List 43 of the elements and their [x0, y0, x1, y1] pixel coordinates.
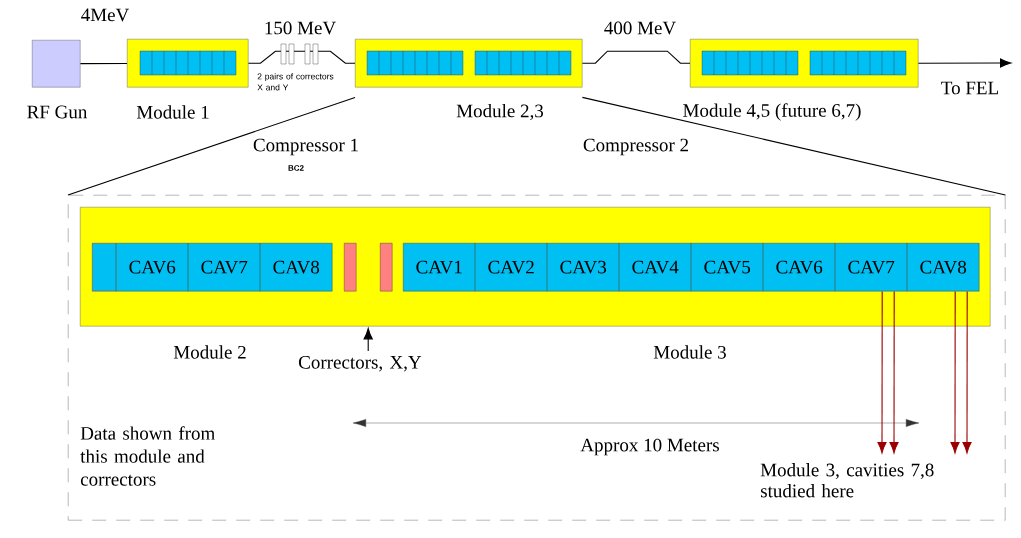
cavity-cell: CAV8: [907, 243, 980, 292]
corrector-bar: [380, 243, 393, 292]
edge-label: 4MeV: [79, 7, 131, 23]
cavity-cell: CAV2: [475, 243, 548, 292]
zoom-line: [581, 96, 1006, 196]
edge-label: To FEL: [939, 80, 1001, 96]
arrow: [917, 58, 1012, 68]
compressor-label: Compressor 2: [583, 138, 688, 156]
connector-line: [581, 50, 691, 64]
corrector-bar: [344, 243, 357, 292]
dashed-frame: [68, 195, 1006, 521]
module-label: Module 2: [173, 345, 246, 359]
annotation-text: Module 3, cavities 7,8 studied here: [760, 463, 934, 498]
module-label: Module 1: [136, 105, 209, 119]
arrow: [889, 290, 899, 454]
zoom-line: [67, 96, 356, 196]
note-text: Data shown from this module and correctors: [80, 426, 215, 486]
connector-line: [247, 50, 356, 64]
module-label: Module 2,3: [456, 103, 544, 121]
compressor-code: BC2: [288, 165, 304, 171]
dimension-label: Approx 10 Meters: [580, 438, 719, 456]
cavity-cell: CAV6: [763, 243, 836, 292]
compressor-label: Compressor 1: [253, 138, 358, 156]
cavity-cell: CAV1: [403, 243, 476, 292]
connector-line: [79, 62, 128, 65]
arrow: [950, 290, 960, 454]
cavity-cell: CAV4: [619, 243, 692, 292]
corrector-label: Correctors, X,Y: [299, 355, 422, 372]
arrow: [962, 290, 972, 454]
cavity-cell: CAV7: [188, 243, 261, 292]
cavity-cell: [92, 243, 117, 292]
cavity-cell: CAV3: [547, 243, 620, 292]
arrow: [877, 290, 887, 454]
module-label: Module 4,5 (future 6,7): [683, 103, 861, 121]
cavity-cell: CAV7: [835, 243, 908, 292]
edge-label: 400 MeV: [602, 20, 678, 36]
edge-label: 150 MeV: [262, 20, 338, 36]
arrow: [363, 328, 373, 352]
corrector-note: 2 pairs of correctors X and Y: [257, 73, 334, 91]
cavity-cell: CAV5: [691, 243, 764, 292]
module-label: RF Gun: [27, 105, 88, 119]
cavity-cell: CAV8: [260, 243, 333, 292]
module-label: Module 3: [653, 345, 726, 359]
